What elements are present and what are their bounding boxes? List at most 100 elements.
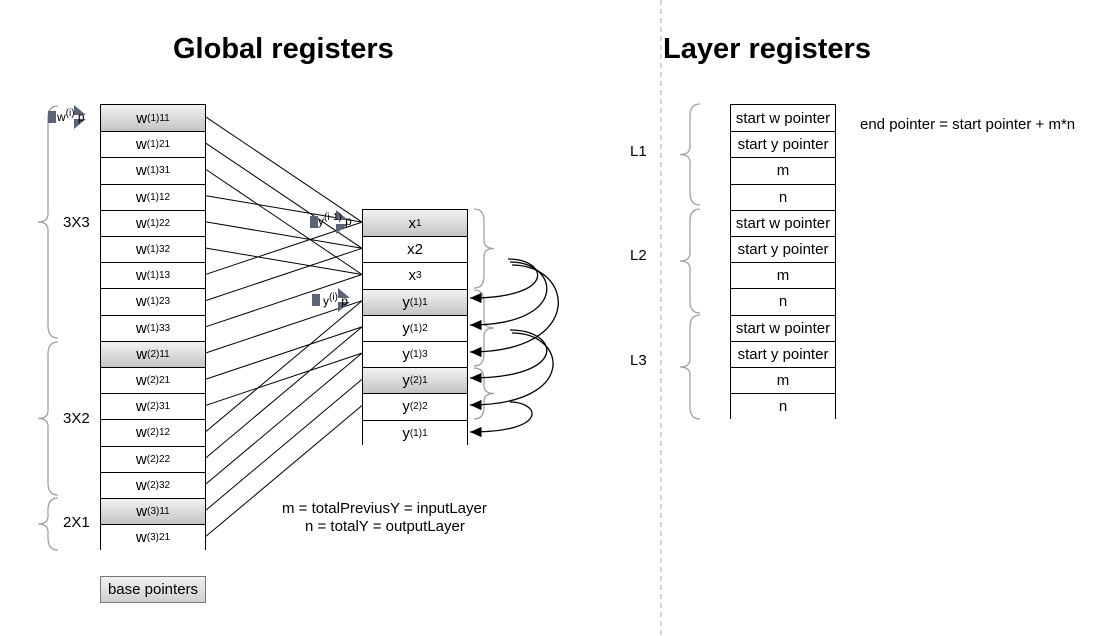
brace-output-y1 [473,289,495,367]
cell-symbol: y [402,398,410,416]
cell-layer-index: (2) [146,375,159,386]
cell-symbol: y [402,346,410,363]
weight-register-cell: w(1)32 [101,236,205,262]
cell-symbol: w [135,398,147,416]
y-pointer-marker-block [312,294,320,306]
weight-connection-line [205,326,363,380]
weight-register-cell: w(2)32 [101,471,205,498]
xy-register-cell: y(1)2 [363,314,467,341]
cell-layer-index: (2) [147,348,160,360]
global-registers-title: Global registers [173,33,394,65]
cell-symbol: x [408,267,416,285]
weight-register-cell: w(3)11 [101,498,205,524]
cell-symbol: w [135,188,147,206]
cell-layer-index: (1) [409,349,423,360]
cell-element-index: 1 [422,296,428,308]
layer-register-cell: m [731,262,835,289]
base-pointers-button[interactable]: base pointers [100,576,206,603]
cell-layer-index: (2) [409,375,423,387]
cell-symbol: w [136,345,148,363]
weight-connection-line [205,300,363,354]
weight-connection-line [205,221,363,249]
weight-register-cell: w(2)22 [101,445,205,472]
layer-registers-title: Layer registers [663,33,871,65]
xy-register-cell: y(2)1 [363,367,467,394]
cell-symbol: w [135,293,147,311]
cell-symbol: w [136,109,148,127]
weight-connection-line [205,378,363,511]
feedback-arrow-1 [469,258,539,304]
weight-register-cell: w(2)12 [101,419,205,446]
feedback-arrow-4 [469,329,548,384]
cell-layer-index: (1) [409,296,423,308]
feedback-arrow-5 [469,332,554,411]
cell-element-index: 31 [158,165,171,177]
layer-register-cell: start w pointer [731,105,835,131]
cell-element-index: 3 [422,349,428,360]
cell-symbol: w [135,267,147,285]
w-pointer-marker-upper-tip [74,105,86,115]
feedback-arrow-6 [469,401,533,438]
cell-element-index: 11 [159,348,170,360]
layer-register-cell: n [731,393,835,420]
weight-register-cell: w(3)21 [101,524,205,551]
cell-layer-index: (2) [146,479,159,491]
cell-symbol: y [402,319,410,337]
weight-connection-line [205,352,363,406]
cell-symbol: y [402,293,410,311]
weight-register-cell: w(1)31 [101,157,205,184]
cell-element-index: 22 [158,453,171,465]
feedback-arrow-3 [469,264,559,358]
cell-element-index: 12 [158,427,171,439]
weight-register-cell: w(1)11 [101,105,205,131]
layer-label-l3: L3 [630,352,647,369]
weight-connection-line [205,247,363,275]
cell-layer-index: (1) [146,322,159,334]
weight-connection-line [205,300,363,432]
cell-layer-index: (1) [146,165,159,177]
cell-layer-index: (1) [146,139,159,151]
cell-layer-index: (1) [146,244,159,255]
cell-layer-index: (1) [146,191,159,203]
cell-symbol: w [135,529,147,547]
layer-register-cell: start y pointer [731,340,835,367]
cell-element-index: 12 [158,191,171,203]
layer-register-cell: start w pointer [731,314,835,341]
cell-layer-index: (2) [409,401,423,413]
cell-element-index: 23 [158,296,171,308]
cell-element-index: 31 [158,401,171,413]
cell-element-index: 1 [422,375,428,387]
weight-register-cell: w(2)31 [101,393,205,420]
brace-input-x [473,208,495,289]
w-pointer-label: w(i) p [57,108,85,124]
weight-connection-line [205,116,363,223]
cell-layer-index: (1) [409,427,423,439]
cell-symbol: w [135,424,147,442]
layer-register-cell: n [731,183,835,210]
w-pointer-marker-lower-tip [74,119,86,129]
cell-layer-index: (1) [409,322,423,334]
brace-2x1 [37,497,59,551]
cell-symbol: y [402,372,410,390]
cell-element-index: 3 [415,270,422,282]
cell-element-index: 1 [415,217,422,229]
weight-register-cell: w(1)21 [101,131,205,158]
cell-layer-index: (1) [147,112,160,124]
weight-register-cell: w(1)13 [101,262,205,289]
group-label-3x3: 3X3 [63,214,90,231]
xy-register-cell: y(1)1 [363,288,467,315]
cell-layer-index: (2) [146,427,159,439]
weight-connection-line [205,326,363,459]
weight-register-cell: w(1)22 [101,209,205,236]
cell-element-index: 32 [158,479,171,491]
cell-element-index: 21 [158,532,171,544]
layer-register-cell: start y pointer [731,236,835,262]
cell-element-index: 33 [158,322,171,334]
weight-register-cell: w(2)21 [101,367,205,393]
cell-layer-index: (1) [146,296,159,308]
cell-symbol: w [135,372,147,389]
